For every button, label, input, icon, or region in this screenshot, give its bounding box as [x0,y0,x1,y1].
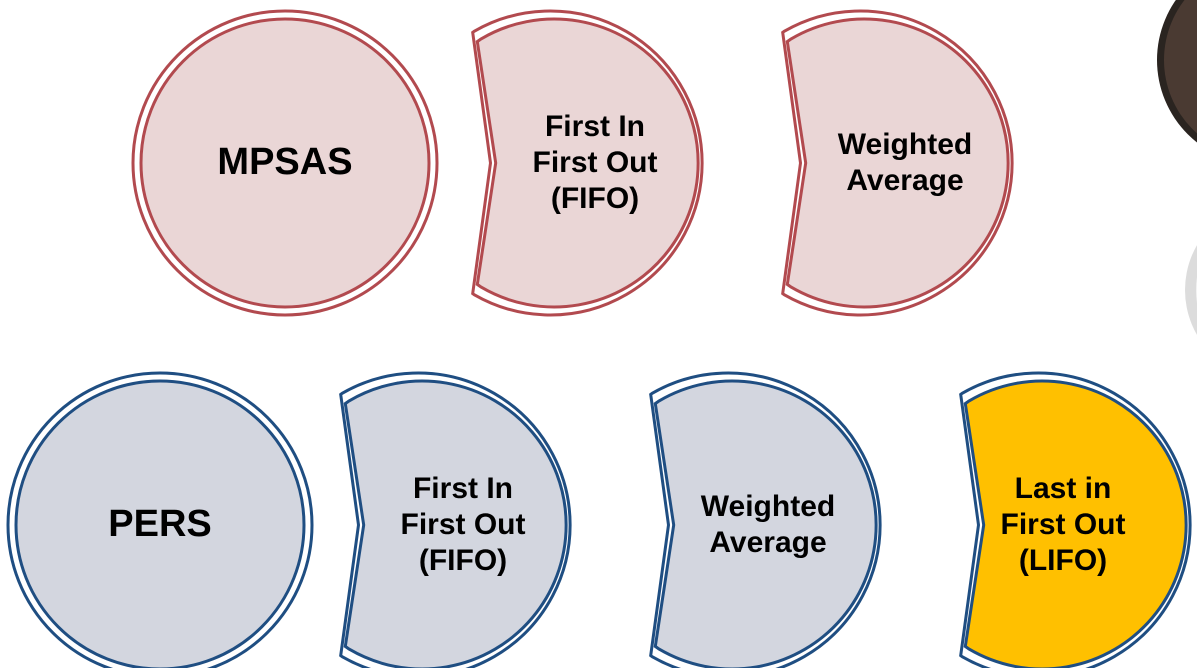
mpsas-label: MPSAS [217,141,353,184]
mpsas-fifo-chevron-circle [471,9,704,317]
pers-lifo-chevron-circle [959,371,1192,668]
pers-circle [6,371,314,668]
pers-lifo-label: Last in First Out (LIFO) [1000,472,1126,577]
mpsas-row [131,9,1014,317]
pers-row [6,371,1192,668]
pers-fifo-label: First In First Out (FIFO) [400,472,526,577]
pers-weighted-chevron-circle [649,371,882,668]
mpsas-fifo-label: First In First Out (FIFO) [532,110,658,215]
mpsas-circle [131,9,439,317]
pers-label: PERS [108,503,212,546]
decorative-corner-graphic [1157,0,1197,335]
mpsas-weighted-chevron-circle [781,9,1014,317]
pers-weighted-label: Weighted Average [700,490,836,559]
pers-fifo-chevron-circle [339,371,572,668]
mpsas-weighted-label: Weighted Average [837,128,973,197]
